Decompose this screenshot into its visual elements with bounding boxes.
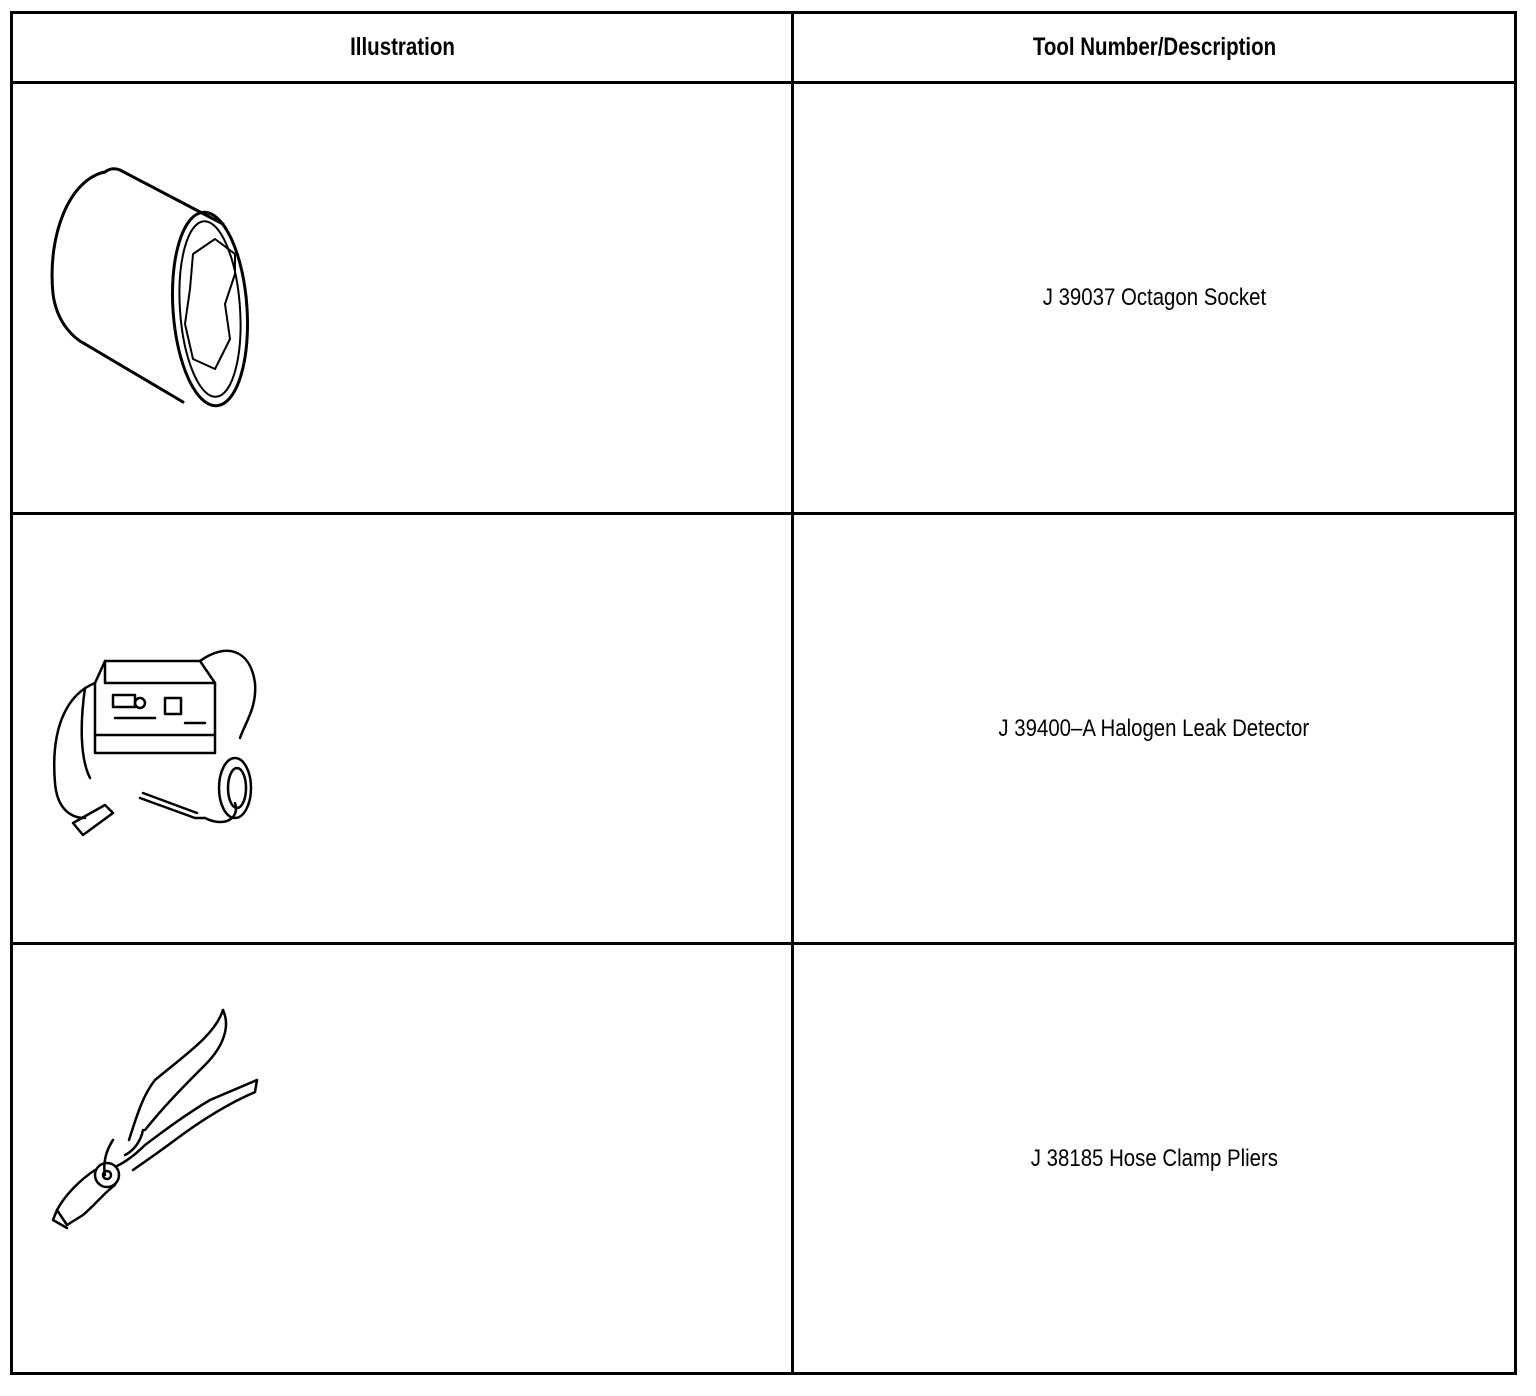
illustration-cell [10,942,794,1375]
tool-description: J 39037 Octagon Socket [791,81,1517,515]
table-row: J 39037 Octagon Socket [10,81,1517,515]
halogen-leak-detector-icon [53,649,257,837]
special-tools-table: Illustration Tool Number/Description J 3… [10,11,1517,1375]
tool-description: J 39400–A Halogen Leak Detector [791,512,1517,945]
header-illustration: Illustration [80,11,724,84]
illustration-cell [10,81,794,515]
tool-description: J 38185 Hose Clamp Pliers [791,942,1517,1375]
illustration-cell [10,512,794,945]
table-row: J 38185 Hose Clamp Pliers [10,942,1517,1375]
octagon-socket-icon [50,167,250,408]
table-header-row: Illustration Tool Number/Description [12,11,1516,84]
table-row: J 39400–A Halogen Leak Detector [10,512,1517,945]
hose-clamp-pliers-icon [51,1008,259,1230]
header-tool-description: Tool Number/Description [856,11,1452,84]
